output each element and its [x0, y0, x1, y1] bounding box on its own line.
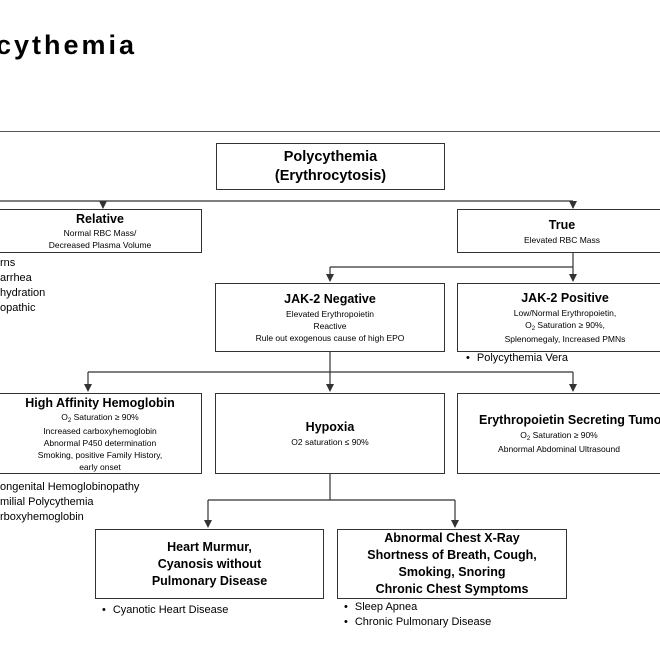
o2-symbol: O [61, 411, 68, 422]
epo-tumor-title: Erythropoietin Secreting Tumo [479, 413, 660, 427]
relative-box: Relative Normal RBC Mass/ Decreased Plas… [0, 209, 202, 253]
o2-text: Saturation ≥ 90%, [535, 320, 605, 330]
chest-xray-box: Abnormal Chest X-Ray Shortness of Breath… [337, 529, 567, 599]
high-affinity-line-1: O2 Saturation ≥ 90% [61, 411, 138, 425]
jak2-positive-line-2: O2 Saturation ≥ 90%, [525, 319, 605, 333]
chest-line-2: Shortness of Breath, Cough, [367, 548, 537, 562]
o2-text: Saturation ≥ 90% [530, 430, 598, 440]
high-affinity-hemoglobin-box: High Affinity Hemoglobin O2 Saturation ≥… [0, 393, 202, 474]
jak2-negative-title: JAK-2 Negative [284, 292, 376, 306]
hypoxia-box: Hypoxia O2 saturation ≤ 90% [215, 393, 445, 474]
heart-line-3: Pulmonary Disease [151, 573, 268, 588]
heart-murmur-box: Heart Murmur, Cyanosis without Pulmonary… [95, 529, 324, 599]
list-item: hydration [0, 287, 46, 299]
jak2-negative-line-3: Rule out exogenous cause of high EPO [255, 333, 405, 343]
list-item: rns [0, 257, 16, 269]
high-affinity-title: High Affinity Hemoglobin [25, 395, 175, 410]
jak2-positive-box: JAK-2 Positive Low/Normal Erythropoietin… [457, 283, 660, 352]
o2-text: Saturation ≥ 90% [71, 411, 139, 422]
epo-tumor-line-1: O2 Saturation ≥ 90% [479, 429, 639, 443]
high-affinity-line-4: Smoking, positive Family History, [37, 449, 163, 460]
high-affinity-line-2: Increased carboxyhemoglobin [43, 425, 157, 436]
heart-line-2: Cyanosis without [157, 556, 262, 571]
jak2-positive-title: JAK-2 Positive [521, 291, 609, 305]
page-title: cythemia [0, 30, 138, 60]
list-item: opathic [0, 302, 36, 314]
high-affinity-line-3: Abnormal P450 determination [43, 437, 157, 448]
jak2-positive-bullets: Polycythemia Vera [466, 351, 568, 366]
jak2-negative-box: JAK-2 Negative Elevated Erythropoietin R… [215, 283, 445, 352]
list-item: arrhea [0, 272, 32, 284]
relative-line-1: Normal RBC Mass/ [63, 228, 137, 238]
o2-subscript: 2 [67, 417, 72, 424]
polycythemia-subtitle: (Erythrocytosis) [274, 167, 387, 184]
chest-line-4: Chronic Chest Symptoms [375, 582, 529, 596]
jak2-positive-line-3: Splenomegaly, Increased PMNs [504, 334, 626, 344]
polycythemia-title: Polycythemia [283, 148, 378, 165]
true-title: True [548, 217, 576, 232]
jak2-positive-line-1: Low/Normal Erythropoietin, [513, 308, 617, 318]
o2-subscript: 2 [526, 436, 531, 442]
list-item: milial Polycythemia [0, 496, 94, 508]
jak2-negative-line-1: Elevated Erythropoietin [286, 309, 374, 319]
high-affinity-causes-list: ongenital Hemoglobinopathy milial Polycy… [0, 480, 139, 525]
chest-bullets: Sleep Apnea Chronic Pulmonary Disease [344, 600, 491, 630]
epo-tumor-line-2: Abnormal Abdominal Ultrasound [498, 444, 620, 454]
heart-bullets: Cyanotic Heart Disease [102, 603, 229, 618]
o2-symbol: O [520, 430, 527, 440]
list-item: ongenital Hemoglobinopathy [0, 481, 140, 493]
true-line-1: Elevated RBC Mass [523, 234, 601, 245]
relative-title: Relative [76, 212, 124, 226]
list-item: Polycythemia Vera [466, 351, 568, 366]
o2-subscript: 2 [531, 326, 536, 332]
o2-symbol: O [525, 320, 532, 330]
high-affinity-line-5: early onset [79, 461, 121, 472]
chest-line-1: Abnormal Chest X-Ray [384, 531, 520, 545]
hypoxia-line-1: O2 saturation ≤ 90% [291, 437, 369, 447]
epo-tumor-box: Erythropoietin Secreting Tumo O2 Saturat… [457, 393, 660, 474]
title-divider [0, 131, 660, 132]
list-item: Sleep Apnea [344, 600, 491, 615]
true-box: True Elevated RBC Mass [457, 209, 660, 253]
heart-line-1: Heart Murmur, [167, 539, 252, 554]
jak2-negative-line-2: Reactive [313, 321, 347, 331]
hypoxia-title: Hypoxia [305, 420, 355, 434]
list-item: rboxyhemoglobin [0, 511, 84, 523]
relative-causes-list: rns arrhea hydration opathic [0, 256, 45, 316]
chest-line-3: Smoking, Snoring [398, 565, 506, 579]
list-item: Chronic Pulmonary Disease [344, 615, 491, 630]
relative-line-2: Decreased Plasma Volume [48, 240, 152, 250]
list-item: Cyanotic Heart Disease [102, 603, 229, 618]
polycythemia-box: Polycythemia (Erythrocytosis) [216, 143, 445, 190]
